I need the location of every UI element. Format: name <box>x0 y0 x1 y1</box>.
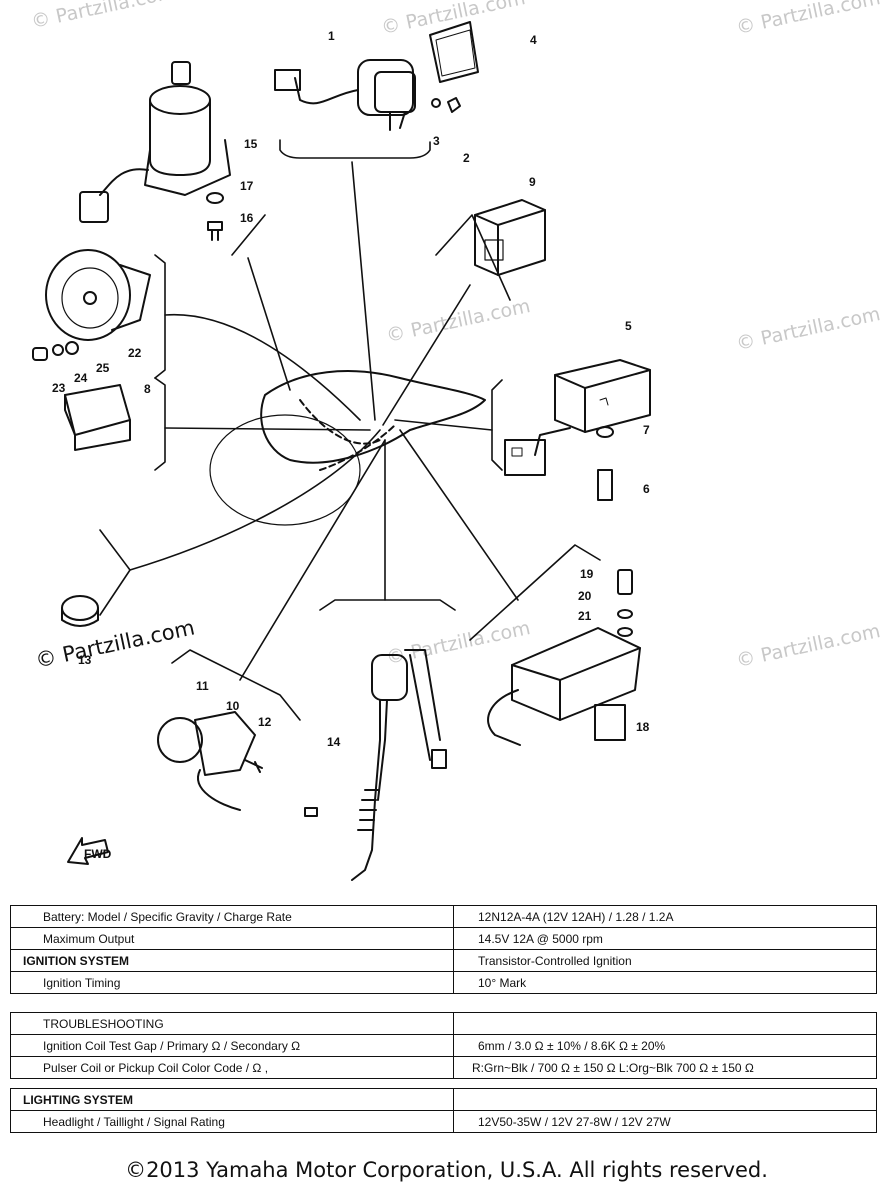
spec-label: Headlight / Taillight / Signal Rating <box>10 1110 454 1133</box>
fwd-arrow-icon <box>67 837 109 865</box>
spec-row-ignition-coil: Ignition Coil Test Gap / Primary Ω / Sec… <box>10 1034 877 1057</box>
spec-section-heading: IGNITION SYSTEM <box>10 949 454 972</box>
label-part-13: 13 <box>78 653 92 667</box>
label-part-22: 22 <box>128 346 142 360</box>
spec-value <box>453 1088 877 1111</box>
spec-value <box>453 1012 877 1035</box>
part-18-ignitor-unit <box>487 627 641 746</box>
label-part-20: 20 <box>578 589 592 603</box>
spec-row-lights: Headlight / Taillight / Signal Rating 12… <box>10 1110 877 1133</box>
spec-value: R:Grn~Blk / 700 Ω ± 150 Ω L:Org~Blk 700 … <box>453 1056 877 1079</box>
fwd-label: FWD <box>84 847 112 861</box>
spec-value: 12N12A-4A (12V 12AH) / 1.28 / 1.2A <box>453 905 877 928</box>
spec-row-troubleshooting: TROUBLESHOOTING <box>10 1012 877 1035</box>
label-part-9: 9 <box>529 175 536 189</box>
label-part-14: 14 <box>327 735 341 749</box>
wiring-parts-diagram: 1 2 3 4 5 6 7 8 9 10 11 12 13 14 15 16 1… <box>32 21 651 881</box>
part-8-flasher-relay <box>64 384 131 451</box>
part-15-main-switch <box>79 61 231 223</box>
part-4-cover-plate <box>429 21 479 83</box>
spec-value: 10° Mark <box>453 971 877 994</box>
spec-value: 6mm / 3.0 Ω ± 10% / 8.6K Ω ± 20% <box>453 1034 877 1057</box>
spec-value: 14.5V 12A @ 5000 rpm <box>453 927 877 950</box>
part-14-switch-lead <box>351 649 447 881</box>
label-part-4: 4 <box>530 33 537 47</box>
label-part-11: 11 <box>196 679 209 693</box>
label-part-17: 17 <box>240 179 254 193</box>
part-6-7-bolt-washer <box>596 426 614 501</box>
frame-outline <box>209 370 486 526</box>
label-part-19: 19 <box>580 567 594 581</box>
label-part-23: 23 <box>52 381 66 395</box>
spec-section-heading: TROUBLESHOOTING <box>10 1012 454 1035</box>
part-5-rectifier-regulator <box>504 359 651 476</box>
copyright-notice: ©2013 Yamaha Motor Corporation, U.S.A. A… <box>125 1158 768 1182</box>
electrical-spec-table: Battery: Model / Specific Gravity / Char… <box>10 905 877 994</box>
label-part-15: 15 <box>244 137 258 151</box>
troubleshooting-spec-table: TROUBLESHOOTING Ignition Coil Test Gap /… <box>10 1012 877 1079</box>
spec-row-ignition-timing: Ignition Timing 10° Mark <box>10 971 877 994</box>
spec-row-max-output: Maximum Output 14.5V 12A @ 5000 rpm <box>10 927 877 950</box>
label-part-1: 1 <box>328 29 335 43</box>
label-part-24: 24 <box>74 371 88 385</box>
part-9-relay <box>474 199 546 276</box>
label-part-7: 7 <box>643 423 650 437</box>
part-16-17-screw-washer <box>206 192 224 241</box>
label-part-16: 16 <box>240 211 254 225</box>
spec-label: Maximum Output <box>10 927 454 950</box>
spec-row-battery: Battery: Model / Specific Gravity / Char… <box>10 905 877 928</box>
lighting-spec-table: LIGHTING SYSTEM Headlight / Taillight / … <box>10 1088 877 1133</box>
label-part-18: 18 <box>636 720 650 734</box>
part-23-25-bolt-washers <box>32 341 79 361</box>
label-part-21: 21 <box>578 609 592 623</box>
spec-row-lighting-system: LIGHTING SYSTEM <box>10 1088 877 1111</box>
spec-row-pulser-coil: Pulser Coil or Pickup Coil Color Code / … <box>10 1056 877 1079</box>
label-part-25: 25 <box>96 361 110 375</box>
spec-value: 12V50-35W / 12V 27-8W / 12V 27W <box>453 1110 877 1133</box>
part-19-21-bolt-washers <box>617 569 633 637</box>
spec-label: Pulser Coil or Pickup Coil Color Code / … <box>10 1056 454 1079</box>
label-part-3: 3 <box>433 134 440 148</box>
spec-label: Battery: Model / Specific Gravity / Char… <box>10 905 454 928</box>
part-13-neutral-switch <box>61 595 99 627</box>
label-part-2: 2 <box>463 151 470 165</box>
label-part-10: 10 <box>226 699 240 713</box>
spec-value: Transistor-Controlled Ignition <box>453 949 877 972</box>
label-part-5: 5 <box>625 319 632 333</box>
label-part-6: 6 <box>643 482 650 496</box>
label-part-8: 8 <box>144 382 151 396</box>
spec-row-ignition-system: IGNITION SYSTEM Transistor-Controlled Ig… <box>10 949 877 972</box>
part-10-11-12-pickup-coil <box>157 711 318 817</box>
part-2-3-nut-washer <box>431 97 461 113</box>
part-1-starter-relay <box>274 59 416 131</box>
spec-label: Ignition Coil Test Gap / Primary Ω / Sec… <box>10 1034 454 1057</box>
leader-lines <box>99 139 601 721</box>
spec-section-heading: LIGHTING SYSTEM <box>10 1088 454 1111</box>
part-22-horn <box>45 249 151 341</box>
label-part-12: 12 <box>258 715 272 729</box>
spec-label: Ignition Timing <box>10 971 454 994</box>
